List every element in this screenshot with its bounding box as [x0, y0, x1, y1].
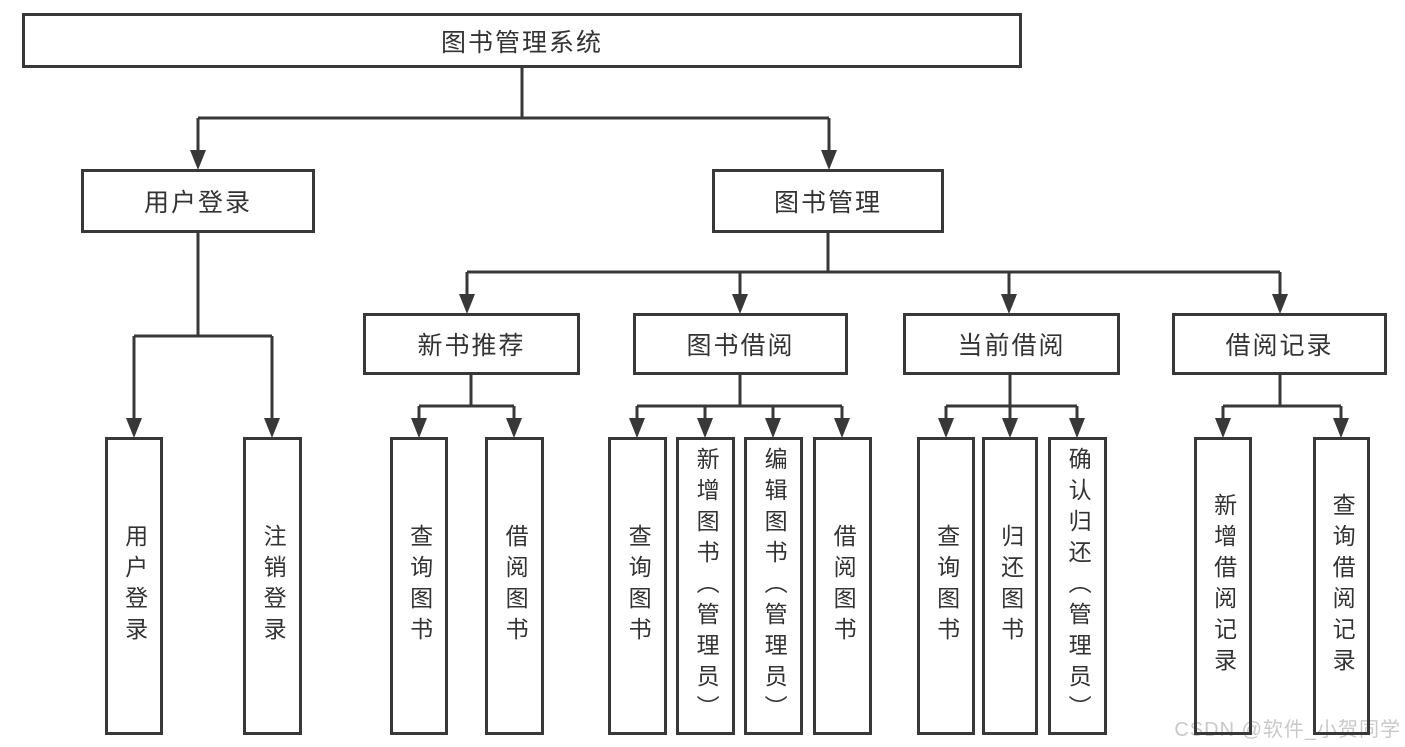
node-label: 用户登录 — [121, 524, 148, 648]
node-label: 图书管理系统 — [440, 28, 603, 57]
leaf-query-borrow-record: 查询借阅记录 — [1313, 437, 1370, 735]
leaf-query-books-borrowing: 查询图书 — [608, 437, 667, 735]
leaf-confirm-return-admin: 确认归还（管理员） — [1048, 437, 1107, 735]
node-label: 当前借阅 — [957, 332, 1066, 360]
node-label: 借阅记录 — [1225, 332, 1334, 360]
node-label: 新增图书（管理员） — [693, 446, 720, 726]
node-label: 新增借阅记录 — [1210, 493, 1237, 679]
node-label: 查询借阅记录 — [1329, 493, 1356, 679]
node-label: 编辑图书（管理员） — [761, 446, 788, 726]
node-label: 用户登录 — [143, 189, 252, 217]
node-library-management-system: 图书管理系统 — [22, 13, 1022, 68]
node-label: 图书管理 — [773, 189, 882, 217]
leaf-query-books-recommend: 查询图书 — [390, 437, 448, 735]
leaf-logout: 注销登录 — [243, 437, 302, 735]
node-label: 确认归还（管理员） — [1065, 446, 1092, 726]
node-book-management: 图书管理 — [712, 169, 944, 233]
leaf-user-login: 用户登录 — [105, 437, 163, 735]
leaf-query-books-current: 查询图书 — [917, 437, 975, 735]
leaf-borrow-books-recommend: 借阅图书 — [485, 437, 544, 735]
node-current-borrowing: 当前借阅 — [903, 313, 1120, 375]
arrowheads — [126, 150, 1349, 438]
node-label: 查询图书 — [625, 524, 652, 648]
node-label: 查询图书 — [406, 524, 433, 648]
node-label: 注销登录 — [260, 524, 287, 648]
leaf-add-books-admin: 新增图书（管理员） — [676, 437, 735, 735]
node-borrowing-records: 借阅记录 — [1172, 313, 1387, 375]
node-label: 查询图书 — [933, 524, 960, 648]
node-user-login: 用户登录 — [81, 169, 315, 233]
node-label: 图书借阅 — [686, 332, 795, 360]
leaf-add-borrow-record: 新增借阅记录 — [1194, 437, 1252, 735]
leaf-borrow-books: 借阅图书 — [813, 437, 872, 735]
node-label: 归还图书 — [997, 524, 1024, 648]
node-book-borrowing: 图书借阅 — [633, 313, 848, 375]
leaf-return-books: 归还图书 — [982, 437, 1038, 735]
node-new-book-recommendation: 新书推荐 — [363, 313, 580, 375]
csdn-watermark: CSDN @软件_小贺同学 — [1174, 719, 1401, 741]
leaf-edit-books-admin: 编辑图书（管理员） — [744, 437, 803, 735]
node-label: 新书推荐 — [417, 332, 526, 360]
node-label: 借阅图书 — [830, 524, 857, 648]
node-label: 借阅图书 — [502, 524, 529, 648]
